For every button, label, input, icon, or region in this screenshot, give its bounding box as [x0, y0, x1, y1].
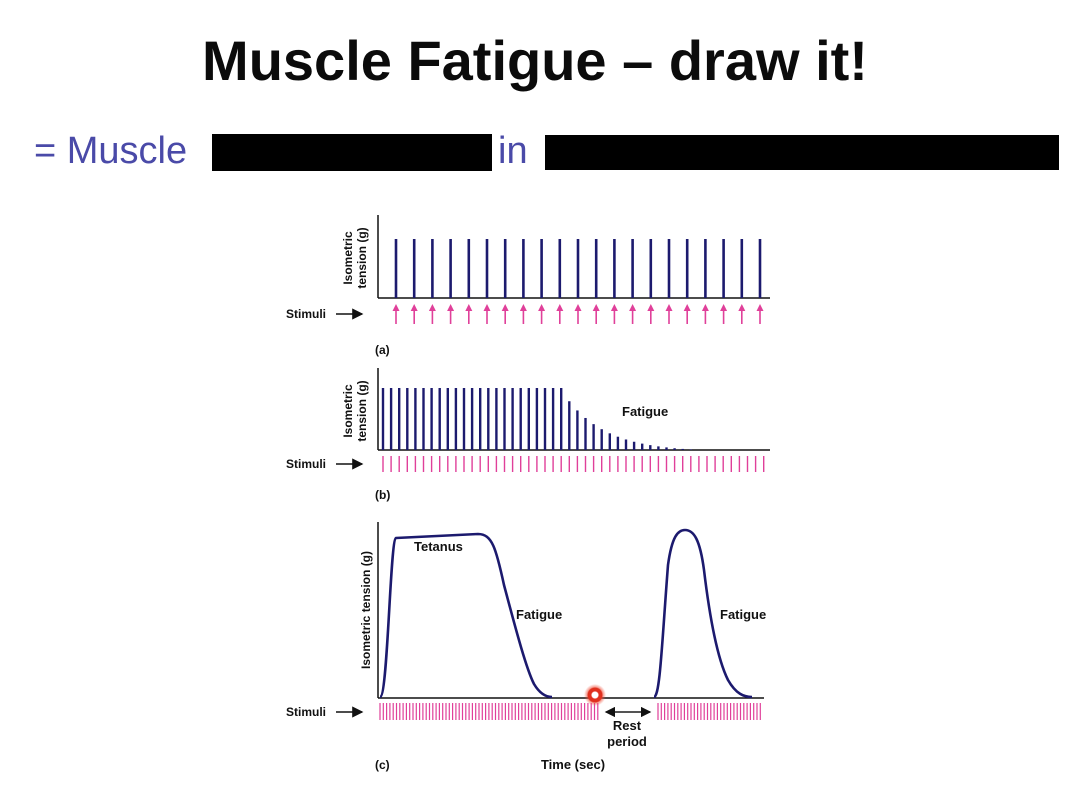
- panel-a-twitches: [394, 239, 762, 298]
- panel-b-fatigue-label: Fatigue: [622, 404, 668, 419]
- stimulus-arrowhead: [447, 304, 455, 311]
- slide-title: Muscle Fatigue – draw it!: [202, 29, 868, 92]
- panel-a-ylabel-1: Isometric: [341, 231, 355, 285]
- panel-c-xlabel: Time (sec): [541, 757, 605, 772]
- stimulus-arrowhead: [538, 304, 546, 311]
- panel-c-fatigue-label-2: Fatigue: [720, 607, 766, 622]
- panel-b-twitches: [381, 388, 692, 450]
- panel-a-stimuli-label: Stimuli: [286, 307, 326, 321]
- panel-b-stimuli-label: Stimuli: [286, 457, 326, 471]
- stimulus-arrowhead: [519, 304, 527, 311]
- rest-label-2: period: [607, 734, 647, 749]
- rest-label-1: Rest: [613, 718, 642, 733]
- panel-a: Isometric tension (g) Stimuli (a): [286, 215, 770, 357]
- stimulus-arrowhead: [701, 304, 709, 311]
- panel-c-curve-tetanus: [378, 532, 553, 699]
- stimulus-arrowhead: [574, 304, 582, 311]
- panel-c-fatigue-label-1: Fatigue: [516, 607, 562, 622]
- stimulus-arrowhead: [665, 304, 673, 311]
- pointer-cursor-indicator: [584, 684, 606, 706]
- stimulus-arrowhead: [392, 304, 400, 311]
- stimulus-arrowhead: [647, 304, 655, 311]
- stimulus-arrowhead: [428, 304, 436, 311]
- panel-c-curve-recovery: [652, 528, 753, 699]
- panel-c: Tetanus Fatigue Fatigue Isometric tensio…: [286, 522, 766, 772]
- stimulus-arrowhead: [629, 304, 637, 311]
- stimulus-arrowhead: [592, 304, 600, 311]
- stimulus-arrowhead: [483, 304, 491, 311]
- panel-c-tetanus-label: Tetanus: [414, 539, 463, 554]
- redaction-box-2: [545, 135, 1059, 170]
- redaction-box-1: [212, 134, 492, 171]
- panel-b-label: (b): [375, 488, 390, 502]
- stimulus-arrowhead: [465, 304, 473, 311]
- panel-a-ylabel-2: tension (g): [355, 227, 369, 288]
- subtitle-mid: in: [498, 130, 528, 172]
- stimulus-arrowhead: [738, 304, 746, 311]
- stimulus-arrowhead: [410, 304, 418, 311]
- subtitle-prefix: = Muscle: [34, 130, 188, 172]
- stimulus-arrowhead: [683, 304, 691, 311]
- panel-c-ylabel: Isometric tension (g): [359, 551, 373, 669]
- panel-a-stimuli: [392, 304, 764, 324]
- panel-b-ylabel-1: Isometric: [341, 384, 355, 438]
- panel-b-ylabel-2: tension (g): [355, 380, 369, 441]
- panel-b: Fatigue Isometric tension (g) Stimuli (b…: [286, 368, 770, 502]
- panel-b-stimuli: [382, 456, 765, 472]
- panel-c-label: (c): [375, 758, 390, 772]
- stimulus-arrowhead: [501, 304, 509, 311]
- panel-a-label: (a): [375, 343, 390, 357]
- stimulus-arrowhead: [556, 304, 564, 311]
- stimulus-arrowhead: [720, 304, 728, 311]
- panel-c-stimuli-label: Stimuli: [286, 705, 326, 719]
- panel-c-stimuli: [379, 703, 761, 720]
- stimulus-arrowhead: [610, 304, 618, 311]
- stimulus-arrowhead: [756, 304, 764, 311]
